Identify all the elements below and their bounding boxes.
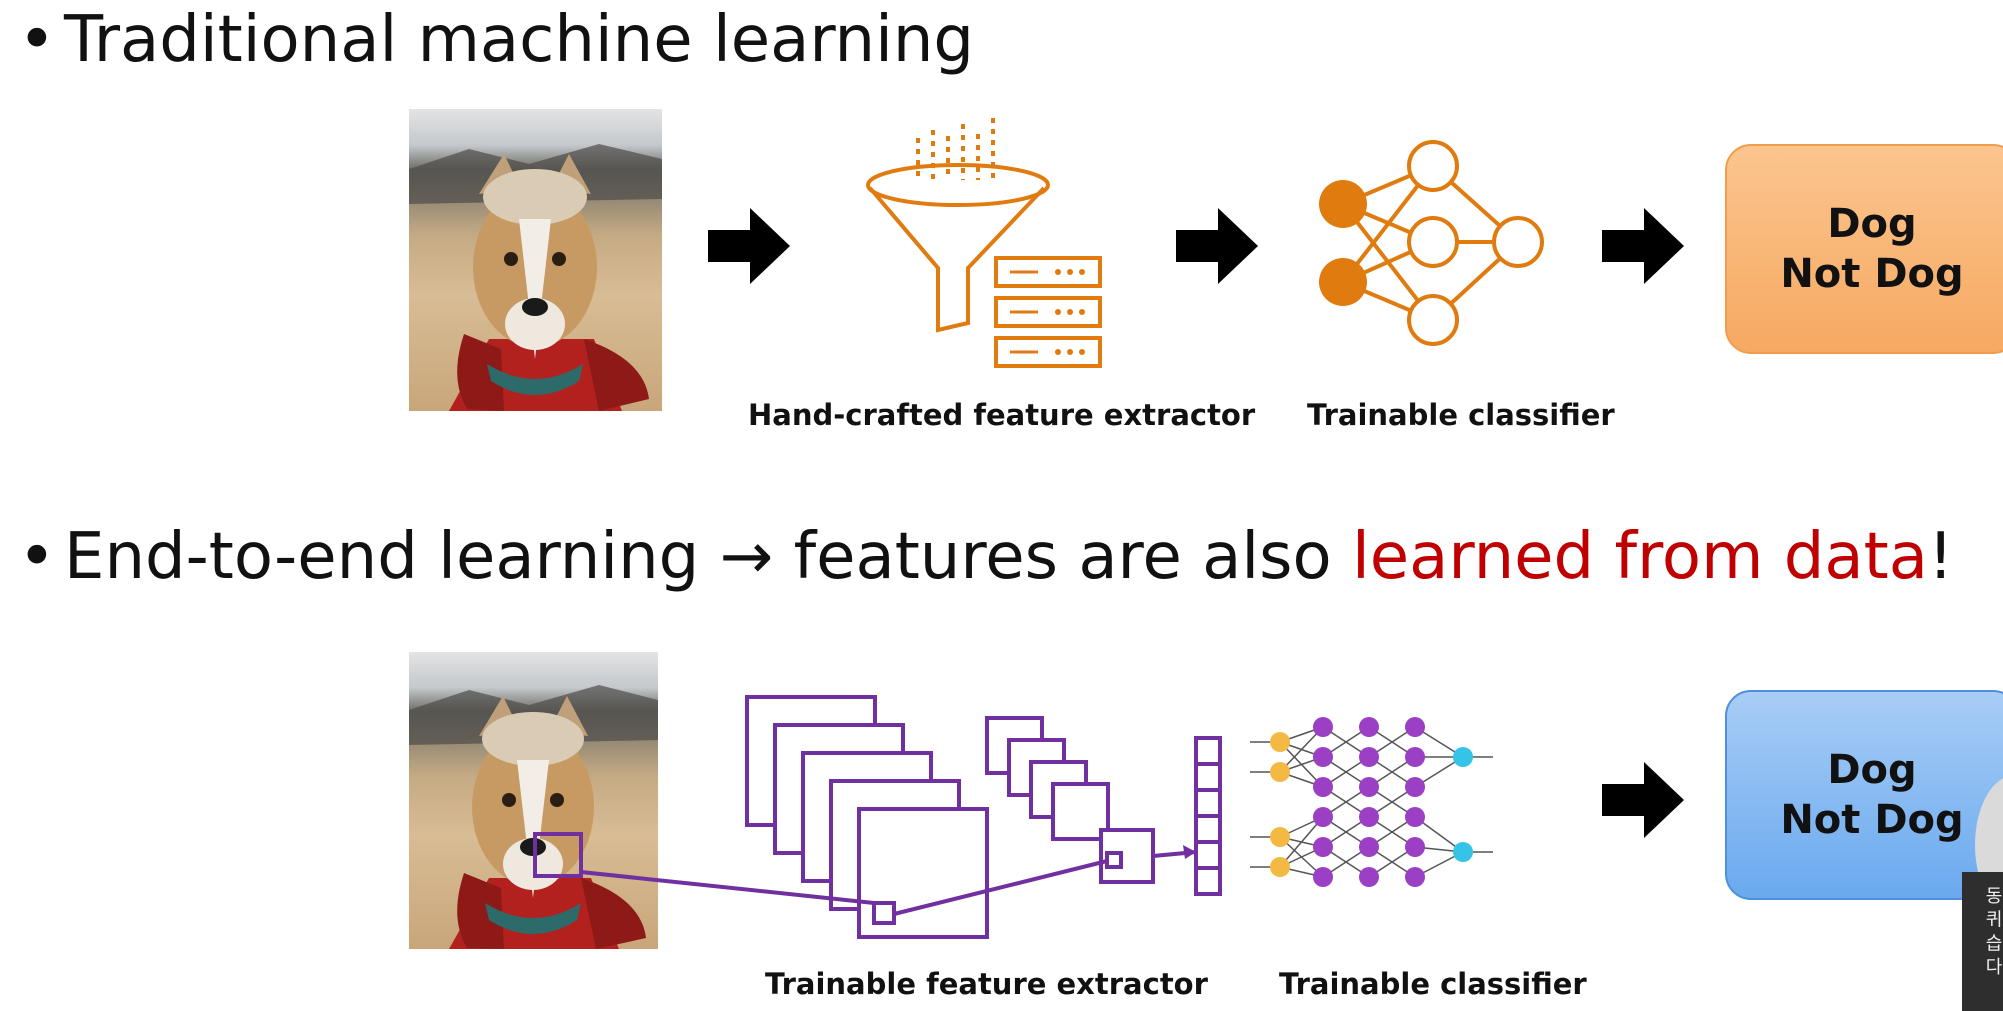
output-label-dog: Dog [1827, 747, 1917, 793]
section2-title-suffix: ! [1927, 520, 1954, 594]
arrow-right-icon [708, 208, 790, 284]
side-overlay-panel[interactable]: 동 퀴 습 다 [1962, 872, 2003, 1011]
dog-illustration-2 [409, 685, 658, 949]
arrow-right-icon [1602, 762, 1684, 838]
output-box-1: Dog Not Dog [1725, 144, 2003, 354]
output-box-2: Dog Not Dog [1725, 690, 2003, 900]
arrow-right-icon [1602, 208, 1684, 284]
mlp-classifier-diagram [1250, 717, 1493, 887]
output-label-not-dog: Not Dog [1780, 797, 1964, 843]
dog-photo-2 [409, 652, 658, 949]
section2-title-prefix: End-to-end learning → features are also [64, 520, 1352, 594]
caption-trainable-classifier-2: Trainable classifier [1279, 967, 1587, 1001]
caption-trainable-classifier-1: Trainable classifier [1307, 398, 1615, 432]
caption-trainable-extractor: Trainable feature extractor [765, 967, 1208, 1001]
dog-illustration-1 [409, 144, 662, 411]
bullet-dot: • [18, 3, 56, 77]
neural-network-classifier-icon [1319, 140, 1544, 346]
output-label-not-dog: Not Dog [1780, 251, 1964, 297]
arrow-right-icon [1176, 208, 1258, 284]
section1-title: •Traditional machine learning [18, 2, 974, 78]
section2-title: •End-to-end learning → features are also… [18, 519, 1954, 595]
section2-title-highlight: learned from data [1352, 520, 1928, 594]
caption-hand-crafted-extractor: Hand-crafted feature extractor [748, 398, 1256, 432]
dog-photo-1 [409, 109, 662, 411]
section1-title-text: Traditional machine learning [64, 3, 975, 77]
bullet-dot: • [18, 520, 56, 594]
output-label-dog: Dog [1827, 201, 1917, 247]
funnel-feature-extractor-icon [866, 118, 1102, 368]
